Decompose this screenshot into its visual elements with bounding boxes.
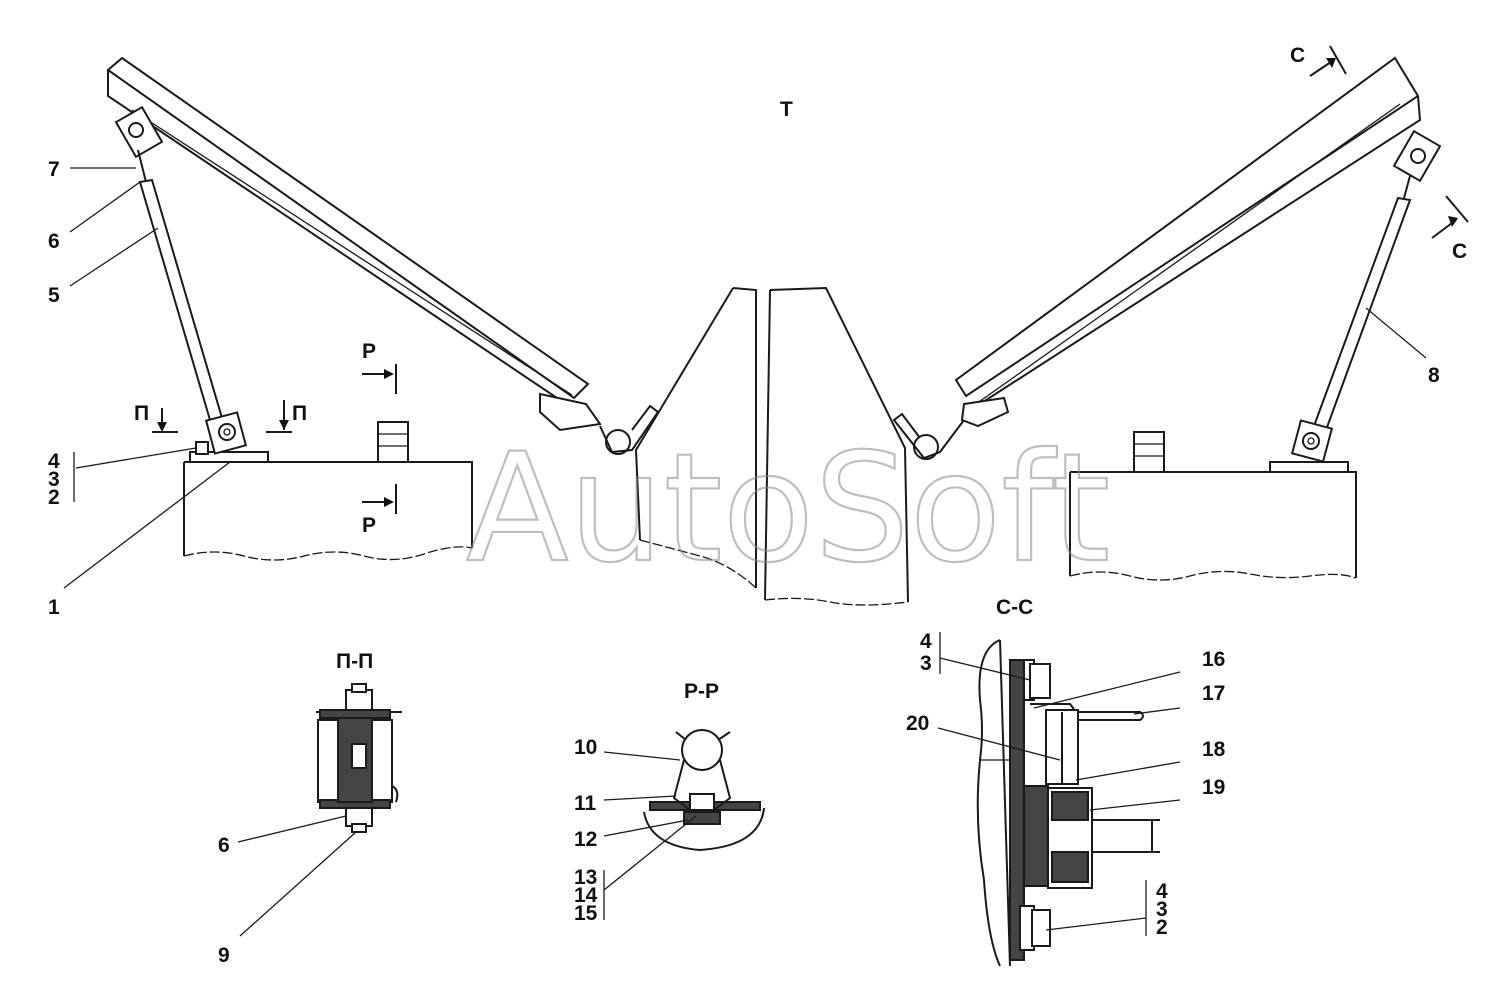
right-body-block xyxy=(1069,431,1357,581)
callout-cc-4a: 4 xyxy=(920,630,932,653)
callout-2: 2 xyxy=(48,486,60,509)
callout-rr-10: 10 xyxy=(574,736,597,759)
callout-rr-13: 13 xyxy=(574,866,597,889)
section-title-cc: С-С xyxy=(996,596,1033,619)
callout-cc-3b: 3 xyxy=(1156,898,1168,921)
callout-cc-16: 16 xyxy=(1202,648,1225,671)
callout-rr-11: 11 xyxy=(574,792,597,815)
callout-4: 4 xyxy=(48,450,60,473)
callout-pp-6: 6 xyxy=(218,834,230,857)
section-pp-drawing xyxy=(316,683,402,833)
leader-lines-rr xyxy=(603,751,697,920)
left-strut xyxy=(114,105,248,455)
left-hood-panel xyxy=(106,56,660,455)
section-mark-p-left: П xyxy=(134,402,149,425)
section-rr-drawing xyxy=(643,729,765,852)
callout-rr-14: 14 xyxy=(574,884,598,907)
section-mark-c-top: С xyxy=(1290,44,1305,67)
section-title-pp: П-П xyxy=(336,650,373,673)
callout-rr-12: 12 xyxy=(574,828,597,851)
view-title: Т xyxy=(780,98,793,121)
callout-cc-19: 19 xyxy=(1202,776,1225,799)
center-frame xyxy=(634,286,909,606)
callout-cc-20: 20 xyxy=(906,712,929,735)
leader-lines-main xyxy=(63,167,1427,589)
callout-rr-15: 15 xyxy=(574,902,598,925)
callout-1: 1 xyxy=(48,596,60,619)
watermark-text: AutoSoft xyxy=(466,422,1110,596)
right-strut xyxy=(1290,129,1442,463)
leader-lines-pp xyxy=(237,815,357,937)
right-hood-panel xyxy=(892,56,1422,460)
callout-6: 6 xyxy=(48,230,60,253)
callout-cc-3a: 3 xyxy=(920,652,932,675)
callout-cc-2b: 2 xyxy=(1156,916,1168,939)
callout-8: 8 xyxy=(1428,364,1440,387)
section-mark-r-bottom: Р xyxy=(362,514,376,537)
callout-5: 5 xyxy=(48,284,60,307)
leader-lines-cc xyxy=(937,632,1181,936)
section-mark-p-right: П xyxy=(292,402,307,425)
callout-cc-18: 18 xyxy=(1202,738,1226,761)
section-cc-drawing xyxy=(976,639,1160,967)
callout-7: 7 xyxy=(48,158,60,181)
callout-pp-9: 9 xyxy=(218,944,230,967)
section-arrows xyxy=(152,45,1469,514)
callout-3: 3 xyxy=(48,468,60,491)
section-mark-c-bottom: С xyxy=(1452,240,1467,263)
section-mark-r-top: Р xyxy=(362,340,376,363)
callout-cc-4b: 4 xyxy=(1156,880,1168,903)
callout-cc-17: 17 xyxy=(1202,682,1225,705)
section-title-rr: Р-Р xyxy=(684,680,719,703)
